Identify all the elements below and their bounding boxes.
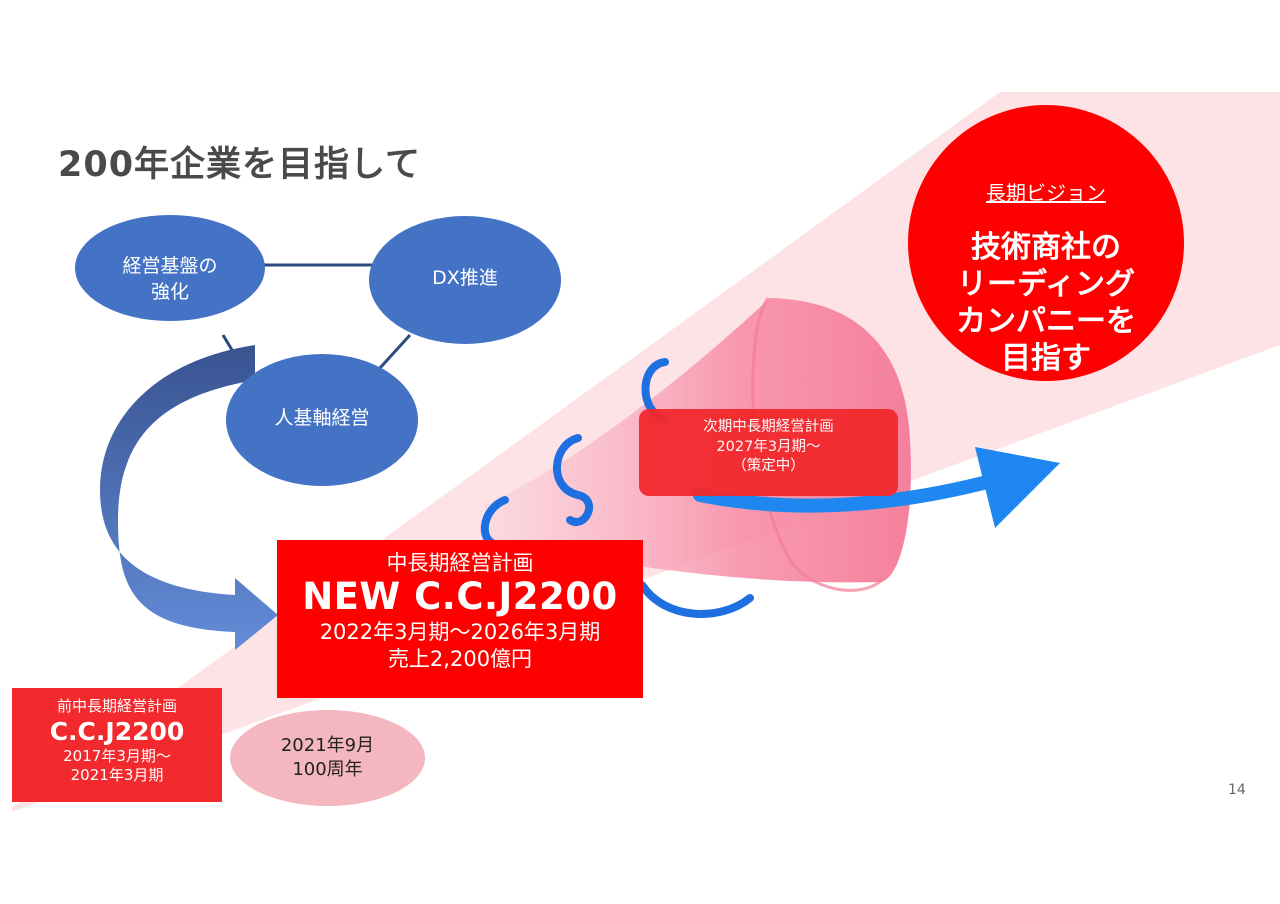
next-plan-box: 次期中長期経営計画 2027年3月期～ （策定中） bbox=[639, 409, 898, 496]
cone-rim bbox=[751, 297, 884, 592]
current-plan-target: 売上2,200億円 bbox=[387, 647, 533, 672]
next-plan-label: 次期中長期経営計画 bbox=[703, 419, 834, 435]
oval-people-label: 人基軸経営 bbox=[274, 407, 370, 429]
current-plan-label: 中長期経営計画 bbox=[386, 551, 534, 575]
vision-heading: 長期ビジョン bbox=[986, 181, 1106, 205]
vision-arrow-shaft bbox=[693, 473, 1002, 513]
vision-arrow-head bbox=[975, 447, 1060, 528]
next-plan-status: （策定中） bbox=[732, 458, 805, 475]
current-plan-name: NEW C.C.J2200 bbox=[302, 575, 618, 619]
oval-management-foundation-label: 経営基盤の 強化 bbox=[122, 255, 218, 303]
oval-dx bbox=[369, 216, 561, 344]
oval-management-foundation bbox=[75, 215, 265, 321]
current-plan-box: 中長期経営計画 NEW C.C.J2200 2022年3月期～2026年3月期 … bbox=[277, 540, 643, 698]
previous-plan-period: 2017年3月期～ 2021年3月期 bbox=[63, 746, 171, 785]
next-plan-period: 2027年3月期～ bbox=[716, 438, 821, 455]
oval-people bbox=[226, 354, 418, 486]
previous-plan-box: 前中長期経営計画 C.C.J2200 2017年3月期～ 2021年3月期 bbox=[12, 688, 222, 802]
page-number: 14 bbox=[1228, 782, 1246, 798]
page-title: 200年企業を目指して bbox=[58, 145, 422, 185]
previous-plan-name: C.C.J2200 bbox=[49, 716, 185, 746]
foundation-connectors bbox=[221, 263, 412, 370]
oval-dx-label: DX推進 bbox=[432, 267, 498, 289]
curved-arrow bbox=[100, 345, 278, 650]
long-term-vision-circle: 長期ビジョン 技術商社の リーディング カンパニーを 目指す bbox=[908, 105, 1184, 381]
vision-statement: 技術商社の リーディング カンパニーを 目指す bbox=[956, 230, 1136, 376]
previous-plan-label: 前中長期経営計画 bbox=[56, 697, 177, 715]
current-plan-period: 2022年3月期～2026年3月期 bbox=[319, 619, 601, 644]
centennial-badge: 2021年9月 100周年 bbox=[230, 710, 425, 806]
